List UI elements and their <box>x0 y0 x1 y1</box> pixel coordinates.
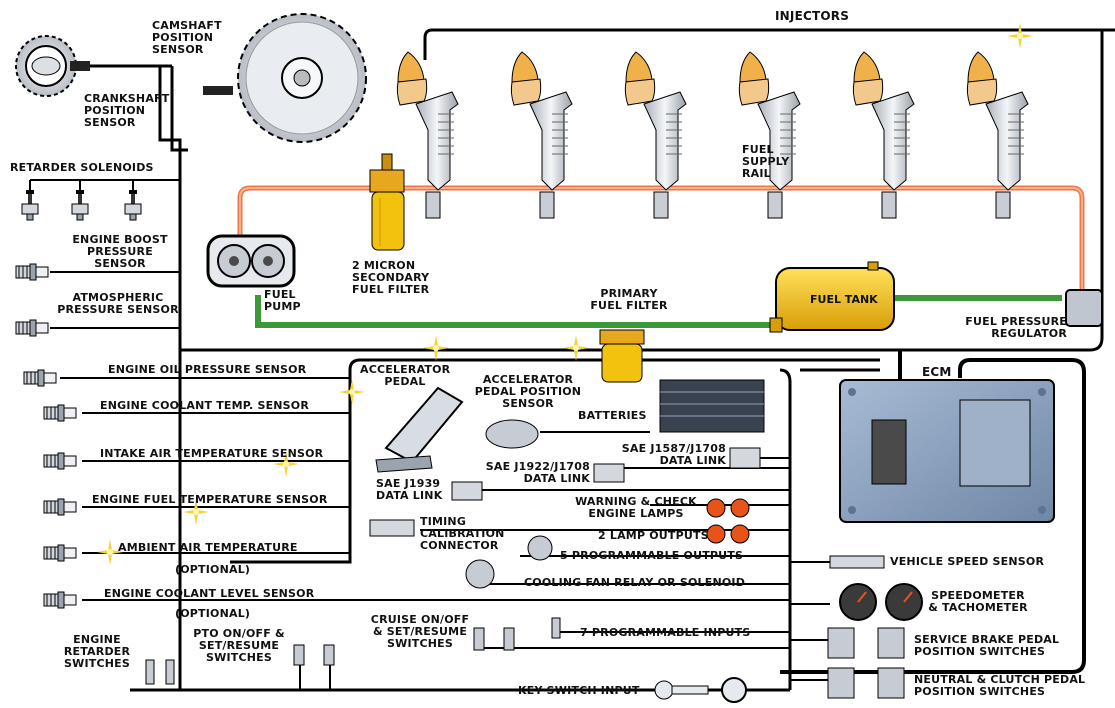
crankshaft-gear <box>15 35 77 97</box>
oil-pressure-sensor-label: ENGINE OIL PRESSURE SENSOR <box>108 363 307 376</box>
batteries-shape <box>659 379 765 433</box>
accelerator-pedal-label: ACCELERATOR PEDAL <box>360 363 451 388</box>
programmable-outputs-label: 5 PROGRAMMABLE OUTPUTS <box>560 549 744 562</box>
secondary-filter-label: 2 MICRON SECONDARY FUEL FILTER <box>352 259 430 296</box>
key-switch-input-label: KEY SWITCH INPUT <box>518 684 640 697</box>
camshaft-gear <box>237 13 367 143</box>
ambient-optional-label: (OPTIONAL) <box>175 563 251 576</box>
primary-filter-shape <box>599 329 645 383</box>
fuel-temp-sensor-label: ENGINE FUEL TEMPERATURE SENSOR <box>92 493 328 506</box>
speedometer-label: SPEEDOMETER & TACHOMETER <box>928 589 1028 614</box>
fuel-tank-label: FUEL TANK <box>810 293 878 306</box>
service-brake-label: SERVICE BRAKE PEDAL POSITION SWITCHES <box>914 633 1060 658</box>
cruise-switches-label: CRUISE ON/OFF & SET/RESUME SWITCHES <box>370 613 470 650</box>
coolant-level-optional-label: (OPTIONAL) <box>175 607 251 620</box>
accelerator-pedal-sensor-label: ACCELERATOR PEDAL POSITION SENSOR <box>474 373 582 410</box>
ecm-label: ECM <box>922 365 952 379</box>
fuel-supply-rail-label: FUEL SUPPLY RAIL <box>742 143 790 180</box>
crankshaft-sensor-label: CRANKSHAFT POSITION SENSOR <box>84 92 170 129</box>
key-switch-shape <box>654 677 747 703</box>
sae-j1922-label: SAE J1922/J1708 DATA LINK <box>485 460 590 485</box>
warning-lamps-label: WARNING & CHECK ENGINE LAMPS <box>575 495 697 520</box>
intake-air-temp-sensor-label: INTAKE AIR TEMPERATURE SENSOR <box>100 447 324 460</box>
engine-retarder-switches-label: ENGINE RETARDER SWITCHES <box>63 633 131 670</box>
cooling-fan-label: COOLING FAN RELAY OR SOLENOID <box>524 576 746 589</box>
timing-calibration-label: TIMING CALIBRATION CONNECTOR <box>420 515 505 552</box>
retarder-solenoids-label: RETARDER SOLENOIDS <box>10 161 154 174</box>
injectors-label: INJECTORS <box>775 9 850 23</box>
sae-j1587-label: SAE J1587/J1708 DATA LINK <box>621 442 726 467</box>
secondary-filter-shape <box>369 153 405 251</box>
pto-switches-label: PTO ON/OFF & SET/RESUME SWITCHES <box>193 627 285 664</box>
coolant-temp-sensor-label: ENGINE COOLANT TEMP. SENSOR <box>100 399 310 412</box>
coolant-level-sensor-label: ENGINE COOLANT LEVEL SENSOR <box>104 587 315 600</box>
primary-filter-label: PRIMARY FUEL FILTER <box>590 287 668 312</box>
fuel-pump-label: FUEL PUMP <box>264 288 301 313</box>
batteries-label: BATTERIES <box>578 409 647 422</box>
accelerator-pedal-shape <box>375 386 539 473</box>
engine-boost-sensor-label: ENGINE BOOST PRESSURE SENSOR <box>72 233 168 270</box>
fuel-tank-shape <box>769 261 895 333</box>
atmospheric-sensor-label: ATMOSPHERIC PRESSURE SENSOR <box>57 291 179 316</box>
camshaft-sensor-label: CAMSHAFT POSITION SENSOR <box>152 19 222 56</box>
vehicle-speed-sensor-label: VEHICLE SPEED SENSOR <box>890 555 1045 568</box>
fuel-pump-shape <box>206 234 296 288</box>
neutral-clutch-label: NEUTRAL & CLUTCH PEDAL POSITION SWITCHES <box>914 673 1086 698</box>
sae-j1939-label: SAE J1939 DATA LINK <box>376 477 443 502</box>
ecm-shape <box>839 379 1055 523</box>
lamp-outputs-label: 2 LAMP OUTPUTS <box>598 529 709 542</box>
programmable-inputs-label: 7 PROGRAMMABLE INPUTS <box>580 626 751 639</box>
fuel-pressure-regulator-label: FUEL PRESSURE REGULATOR <box>965 315 1067 340</box>
ambient-air-temp-label: AMBIENT AIR TEMPERATURE <box>118 541 298 554</box>
